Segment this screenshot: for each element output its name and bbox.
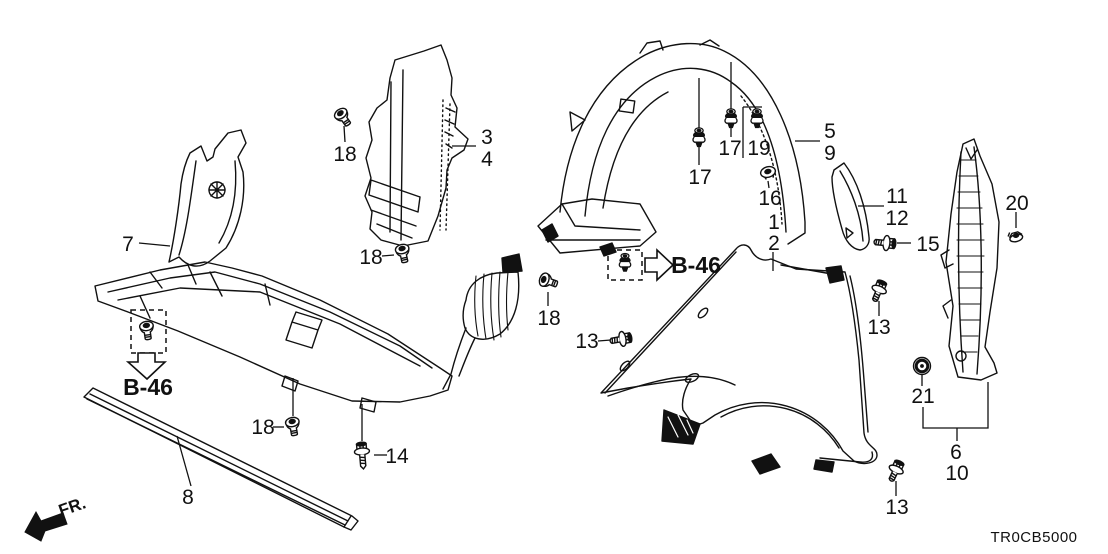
bolt-18-icon — [331, 105, 355, 130]
fr-direction-arrow — [24, 510, 68, 542]
bolt-18-icon — [536, 270, 561, 292]
inner-fender-liner-part-5-9 — [537, 39, 806, 257]
side-sill-strip-part-8 — [83, 387, 359, 531]
annotations — [24, 248, 675, 542]
callout-1: 1 — [768, 211, 780, 234]
b46-arrow-right-icon — [644, 248, 675, 282]
callout-21: 21 — [911, 385, 934, 408]
b46-ref-label-middle: B-46 — [671, 252, 721, 278]
callout-18-a: 18 — [333, 143, 356, 166]
callout-19: 19 — [747, 137, 770, 160]
bolt-13-icon — [883, 457, 908, 485]
callout-20: 20 — [1005, 192, 1028, 215]
bolt-18-icon — [284, 415, 303, 438]
clip-17-icon — [692, 127, 706, 148]
callout-7: 7 — [122, 233, 134, 256]
bolt-18-b46-icon — [138, 319, 156, 342]
part-code: TR0CB5000 — [990, 529, 1077, 546]
callout-13-c: 13 — [885, 496, 908, 519]
clip-b46-icon — [618, 252, 632, 272]
callout-11: 11 — [886, 185, 908, 208]
bolt-13-icon — [608, 329, 634, 350]
clip-20-icon — [1006, 228, 1025, 245]
leader-lines — [138, 62, 1017, 496]
fr-direction-label: FR. — [56, 493, 88, 520]
callout-4: 4 — [481, 148, 493, 171]
fender-stay-part-6-10 — [940, 138, 1000, 381]
callout-3: 3 — [481, 126, 493, 149]
callout-8: 8 — [182, 486, 194, 509]
callout-17-b: 17 — [718, 137, 741, 160]
b46-dashed-box-left — [130, 309, 167, 354]
bolt-15-icon — [872, 233, 898, 253]
callout-18-b: 18 — [359, 246, 382, 269]
b46-dashed-box-middle — [607, 249, 643, 281]
clip-17-icon — [724, 108, 738, 129]
clip-19-icon — [750, 108, 764, 129]
callout-18-c: 18 — [251, 416, 274, 439]
callout-2: 2 — [768, 232, 780, 255]
grommet-16-icon — [758, 164, 778, 182]
callout-14: 14 — [385, 445, 409, 468]
callout-16: 16 — [758, 187, 781, 210]
callout-15: 15 — [916, 233, 939, 256]
callout-5: 5 — [824, 120, 836, 143]
front-shield-panel-part-3-4 — [364, 44, 469, 247]
callout-12: 12 — [885, 207, 908, 230]
callout-10: 10 — [945, 462, 968, 485]
fender-garnish-part-11-12 — [831, 162, 870, 251]
callout-13-b: 13 — [575, 330, 598, 353]
callout-9: 9 — [824, 142, 836, 165]
callout-13-a: 13 — [867, 316, 890, 339]
callout-17-a: 17 — [688, 166, 711, 189]
callout-18-d: 18 — [537, 307, 560, 330]
engine-splash-shield-part — [94, 253, 523, 413]
front-shield-bracket-part-7 — [168, 129, 247, 267]
callout-6: 6 — [950, 441, 962, 464]
front-fender-part-1-2 — [600, 244, 878, 475]
b46-ref-label-left: B-46 — [123, 374, 173, 400]
bolt-18-icon — [393, 242, 413, 265]
bolt-13-icon — [866, 277, 891, 305]
b46-arrow-down-icon — [125, 352, 168, 381]
grommet-21-icon — [912, 356, 932, 376]
bolt-14-icon — [352, 440, 372, 471]
